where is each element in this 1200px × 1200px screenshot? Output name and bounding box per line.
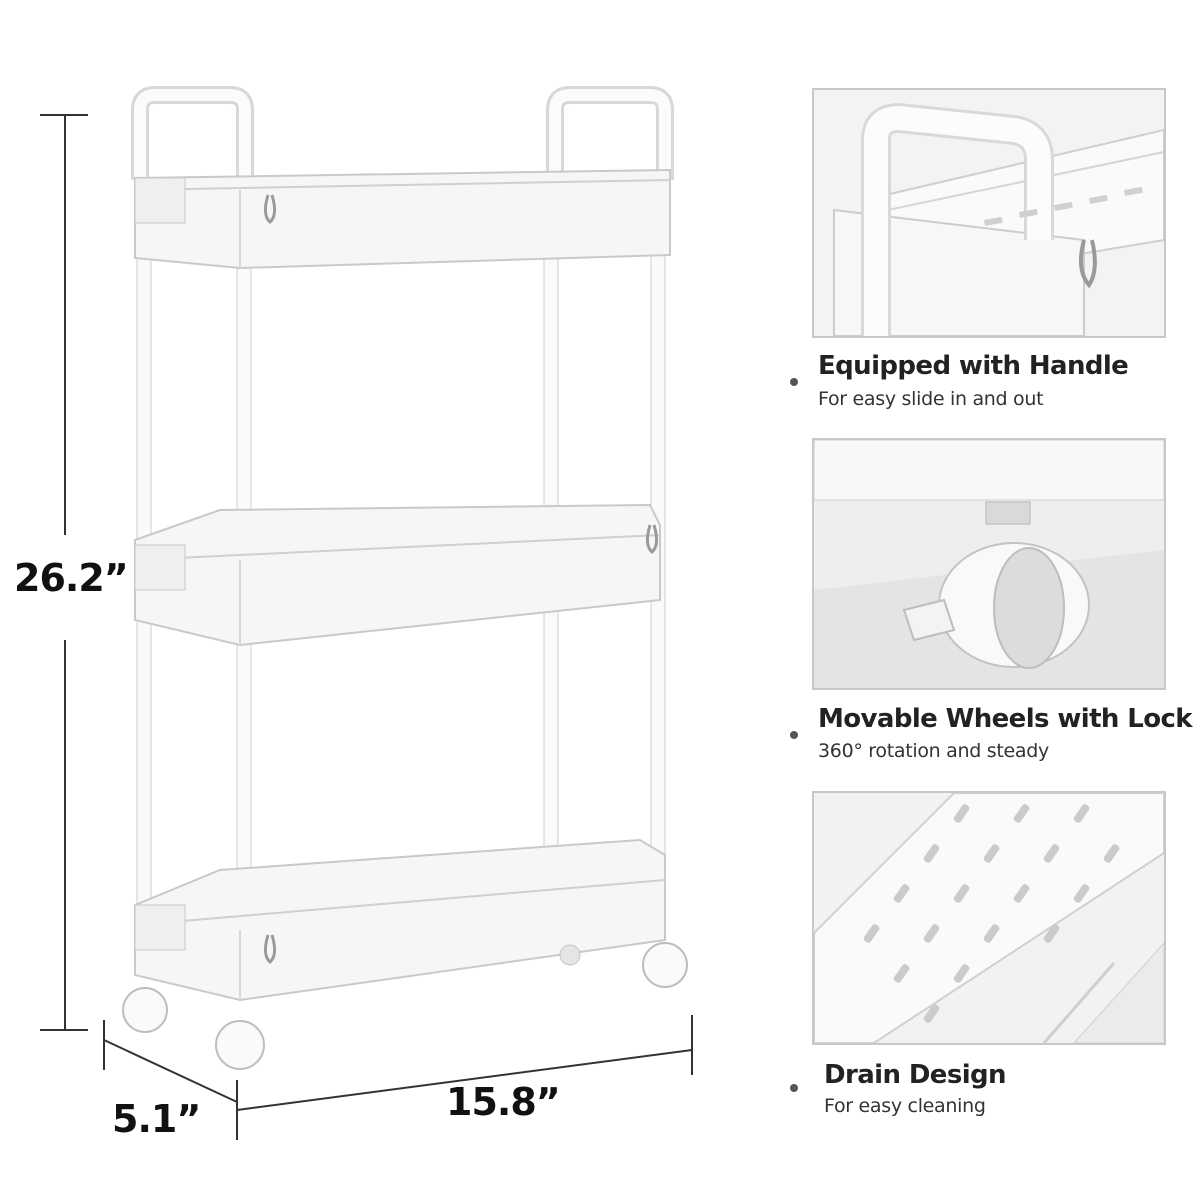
- depth-dimension-label: 5.1”: [112, 1097, 201, 1141]
- width-dimension-label: 15.8”: [446, 1080, 561, 1124]
- feature-1-title: Equipped with Handle: [818, 351, 1129, 381]
- feature-1-subtitle: For easy slide in and out: [818, 388, 1044, 410]
- feature-drain-panel: [812, 791, 1166, 1045]
- handle-detail-icon: [814, 90, 1164, 336]
- wheel-detail-icon: [814, 440, 1164, 688]
- feature-2-title: Movable Wheels with Lock: [818, 704, 1193, 734]
- cart-product-image: [40, 86, 693, 1140]
- feature-1-bullet: [790, 378, 798, 386]
- feature-3-subtitle: For easy cleaning: [824, 1095, 986, 1117]
- drain-detail-icon: [814, 793, 1164, 1043]
- feature-handle-panel: [812, 88, 1166, 338]
- feature-3-title: Drain Design: [824, 1060, 1007, 1090]
- height-dimension-label: 26.2”: [14, 556, 129, 600]
- feature-2-bullet: [790, 731, 798, 739]
- feature-wheel-panel: [812, 438, 1166, 690]
- feature-2-subtitle: 360° rotation and steady: [818, 740, 1049, 762]
- feature-3-bullet: [790, 1084, 798, 1092]
